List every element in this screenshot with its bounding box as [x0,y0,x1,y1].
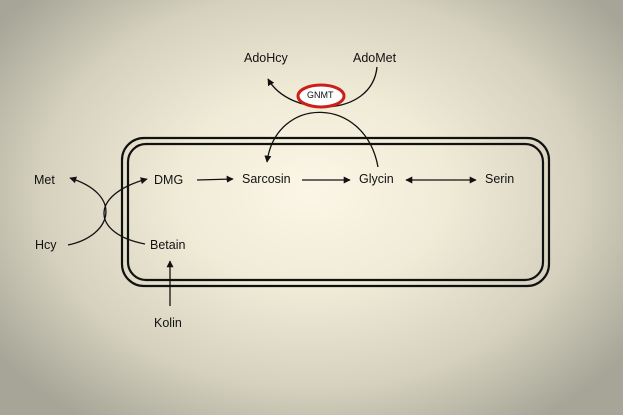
arrow-betain-to-dmg [103,177,148,245]
arrow-dmg-to-sarcosin [196,175,234,183]
node-adomet: AdoMet [353,51,397,65]
compartment-outer-border [120,136,551,288]
node-glycin: Glycin [359,172,394,186]
node-serin: Serin [485,172,515,186]
gnmt-enzyme-ellipse [296,83,346,109]
node-kolin: Kolin [154,316,182,330]
node-dmg: DMG [154,173,184,187]
arrow-glycin-to-sarcosin [264,111,379,168]
gnmt-enzyme-label: GNMT [307,90,334,100]
node-betain: Betain [150,238,186,252]
arrow-hcy-to-met [67,176,107,246]
node-adohcy: AdoHcy [244,51,288,65]
node-met: Met [34,173,55,187]
node-hcy: Hcy [35,238,57,252]
node-sarcosin: Sarcosin [242,172,291,186]
compartment-inner-border [126,142,545,282]
